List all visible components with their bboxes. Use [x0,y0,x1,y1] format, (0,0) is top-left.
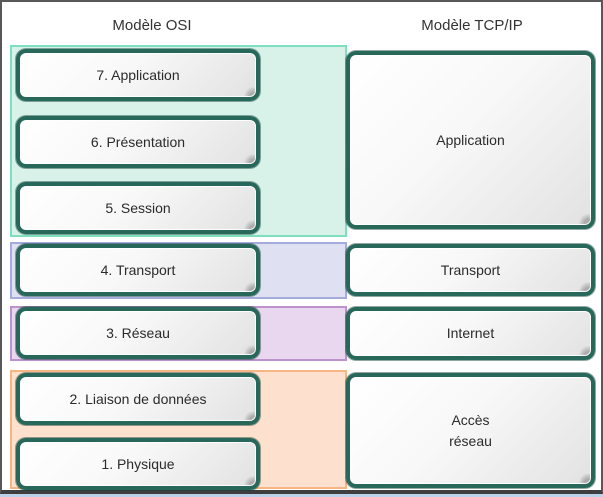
osi-layer-5-session: 5. Session [16,182,260,234]
osi-column-header: Modèle OSI [112,17,192,34]
osi-layer-3-reseau: 3. Réseau [16,307,260,359]
osi-layer-7-application: 7. Application [16,49,260,101]
tcpip-layer-internet: Internet [346,307,595,360]
osi-layer-1-physique: 1. Physique [16,438,260,490]
osi-layer-2-liaison-de-donnees: 2. Liaison de données [16,373,260,425]
osi-layer-6-presentation: 6. Présentation [16,116,260,168]
osi-layer-4-transport: 4. Transport [16,244,260,296]
tcpip-layer-application: Application [346,51,595,229]
tcpip-layer-transport: Transport [346,244,595,296]
tcpip-column-header: Modèle TCP/IP [421,17,523,34]
tcpip-layer-acces-reseau: Accès réseau [346,373,595,488]
window-bottom-edge [0,494,603,497]
